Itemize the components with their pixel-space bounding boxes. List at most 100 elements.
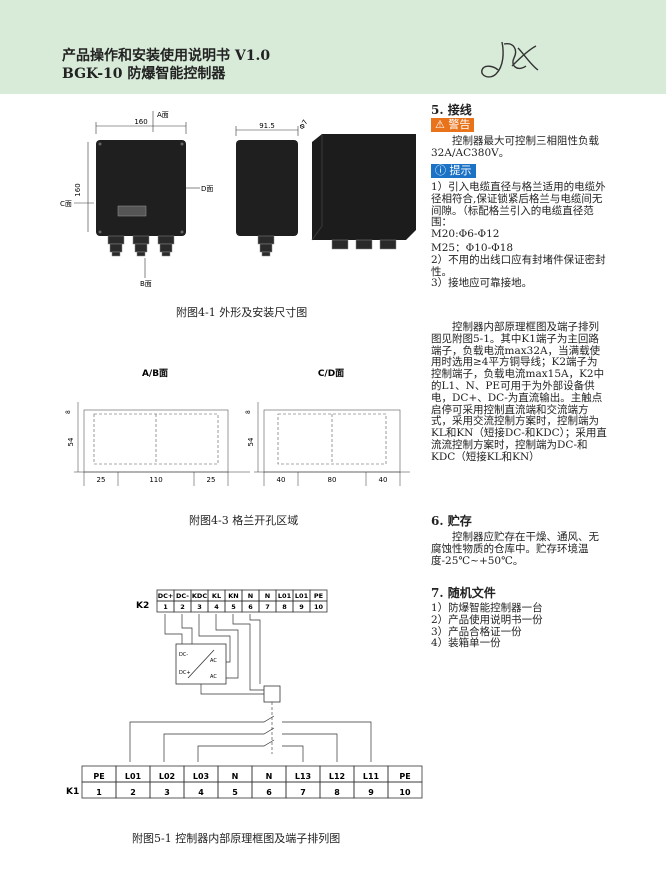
section-5-title: 5. 接线 xyxy=(431,103,472,117)
enclosure-side-view xyxy=(236,140,298,236)
k1-terminal-name: L02 xyxy=(159,772,175,781)
k1-terminal-num: 9 xyxy=(368,788,374,797)
k2-terminal-num: 2 xyxy=(180,603,185,611)
ab-dim-right: 25 xyxy=(207,476,216,484)
conv-ac1: AC xyxy=(210,658,217,664)
section-7-title: 7. 随机文件 xyxy=(431,586,496,600)
figure-4-3-caption: 附图4-3 格兰开孔区域 xyxy=(189,514,299,527)
k2-terminal-num: 5 xyxy=(231,603,236,611)
document-item: 1）防爆智能控制器一台 xyxy=(431,602,543,614)
k1-terminal-name: PE xyxy=(399,772,410,781)
dim-depth-label: 91.5 xyxy=(259,122,275,130)
conv-ac2: AC xyxy=(210,674,217,680)
k1-terminal-name: L13 xyxy=(295,772,311,781)
k1-terminal-num: 3 xyxy=(164,788,170,797)
k2-terminal-num: 4 xyxy=(214,603,219,611)
cd-dim-left: 40 xyxy=(277,476,286,484)
k1-terminal-name: N xyxy=(266,772,273,781)
k2-terminal-name: DC- xyxy=(176,592,189,600)
dim-width-label: 160 xyxy=(134,118,147,126)
k2-terminal-num: 9 xyxy=(299,603,304,611)
k2-terminal-num: 8 xyxy=(282,603,287,611)
k2-terminal-name: KL xyxy=(212,592,221,600)
gland-area-drawing: A/B面 C/D面 25 110 25 54 8 40 80 40 54 8 xyxy=(65,368,410,486)
figure-4-1-caption: 附图4-1 外形及安装尺寸图 xyxy=(176,306,308,319)
document-item: 3）产品合格证一份 xyxy=(431,625,522,638)
ab-face-title: A/B面 xyxy=(142,368,168,379)
tip-item: 2）不用的出线口应有封堵件保证密封性。 xyxy=(431,253,606,278)
k1-terminal-name: L03 xyxy=(193,772,209,781)
enclosure-3d-view xyxy=(312,134,416,240)
k1-terminal-name: L11 xyxy=(363,772,380,781)
k1-terminal-num: 5 xyxy=(232,788,238,797)
k2-terminal-num: 1 xyxy=(163,603,168,611)
dim-hole-label: Φ7 xyxy=(298,118,310,131)
face-a-label: A面 xyxy=(157,111,169,119)
wiring-body-text: 控制器内部原理框图及端子排列图见附图5-1。其中K1端子为主回路端子，负载电流m… xyxy=(431,321,607,463)
k2-terminal-name: L01 xyxy=(295,592,309,600)
k1-terminal-cell xyxy=(387,781,423,799)
k1-terminal-name: N xyxy=(232,772,239,781)
figure-5-1-caption: 附图5-1 控制器内部原理框图及端子排列图 xyxy=(132,832,341,845)
conv-dcp: DC+ xyxy=(179,670,191,676)
k2-terminal-name: N xyxy=(248,592,253,600)
jx-logo xyxy=(481,41,539,78)
k1-terminal-num: 2 xyxy=(130,788,136,797)
cd-dim-vertical: 54 xyxy=(247,437,255,446)
warning-text: 控制器最大可控制三相阻性负载32A/AC380V。 xyxy=(431,135,599,159)
k2-terminal-num: 10 xyxy=(314,603,324,611)
k2-label: K2 xyxy=(136,601,149,611)
relay-coil xyxy=(263,685,281,703)
documents-list: 1）防爆智能控制器一台 2）产品使用说明书一份 3）产品合格证一份 4）装箱单一… xyxy=(431,602,607,650)
info-icon: ⓘ xyxy=(435,164,446,177)
k1-terminal-num: 10 xyxy=(399,788,411,797)
k2-terminal-name: L01 xyxy=(278,592,292,600)
cd-face-title: C/D面 xyxy=(318,368,344,379)
k1-terminal-num: 7 xyxy=(300,788,306,797)
k1-terminal-num: 1 xyxy=(96,788,102,797)
enclosure-drawing: 160 A面 160 C面 D面 B面 91.5 Φ7 xyxy=(60,111,416,288)
warning-icon: ⚠ xyxy=(435,118,445,131)
face-b-label: B面 xyxy=(140,280,152,288)
cd-dim-mid: 80 xyxy=(328,476,337,484)
warning-label: 警告 xyxy=(448,118,471,131)
k1-terminal-name: L01 xyxy=(125,772,142,781)
cd-dim-small: 8 xyxy=(245,410,252,414)
face-c-label: C面 xyxy=(60,200,72,208)
ab-dim-mid: 110 xyxy=(149,476,162,484)
ab-dim-small: 8 xyxy=(65,410,72,414)
k1-terminal-name: PE xyxy=(93,772,104,781)
k2-terminal-name: PE xyxy=(314,592,323,600)
doc-subtitle: BGK-10 防爆智能控制器 xyxy=(62,66,226,82)
tip-label: 提示 xyxy=(449,164,472,177)
nameplate xyxy=(117,205,147,217)
k2-terminal-cell xyxy=(309,600,328,613)
k1-label: K1 xyxy=(66,787,79,797)
conv-dcm: DC- xyxy=(179,652,188,658)
header-band: 产品操作和安装使用说明书 V1.0 BGK-10 防爆智能控制器 xyxy=(0,0,666,94)
k1-terminal-num: 4 xyxy=(198,788,204,797)
tip-item: M20:Φ6-Φ12 xyxy=(431,228,500,241)
k2-terminal-num: 6 xyxy=(248,603,253,611)
cd-dim-right: 40 xyxy=(379,476,388,484)
dim-height-label: 160 xyxy=(74,183,82,196)
k2-terminal-name: KDC xyxy=(192,592,207,600)
k2-terminal-name: KN xyxy=(228,592,238,600)
document-item: 4）装箱单一份 xyxy=(431,637,501,650)
k2-terminal-name: DC+ xyxy=(158,592,174,600)
ab-dim-vertical: 54 xyxy=(67,437,75,446)
tip-item: M25：Φ10-Φ18 xyxy=(431,241,514,254)
k2-terminal-num: 3 xyxy=(197,603,202,611)
k1-terminal-name: L12 xyxy=(329,772,345,781)
document-item: 2）产品使用说明书一份 xyxy=(431,613,543,626)
warning-badge: ⚠ 警告 xyxy=(431,118,475,132)
tip-list: 1）引入电缆直径与格兰适用的电缆外径相符合,保证锁紧后格兰与电缆间无间隙。（标配… xyxy=(431,181,607,290)
k2-terminal-name: N xyxy=(265,592,270,600)
section-6-title: 6. 贮存 xyxy=(431,514,472,528)
k1-terminal-num: 8 xyxy=(334,788,340,797)
tip-badge: ⓘ 提示 xyxy=(431,164,476,178)
tip-item: 1）引入电缆直径与格兰适用的电缆外径相符合,保证锁紧后格兰与电缆间无间隙。（标配… xyxy=(431,181,606,229)
face-d-label: D面 xyxy=(201,185,213,193)
